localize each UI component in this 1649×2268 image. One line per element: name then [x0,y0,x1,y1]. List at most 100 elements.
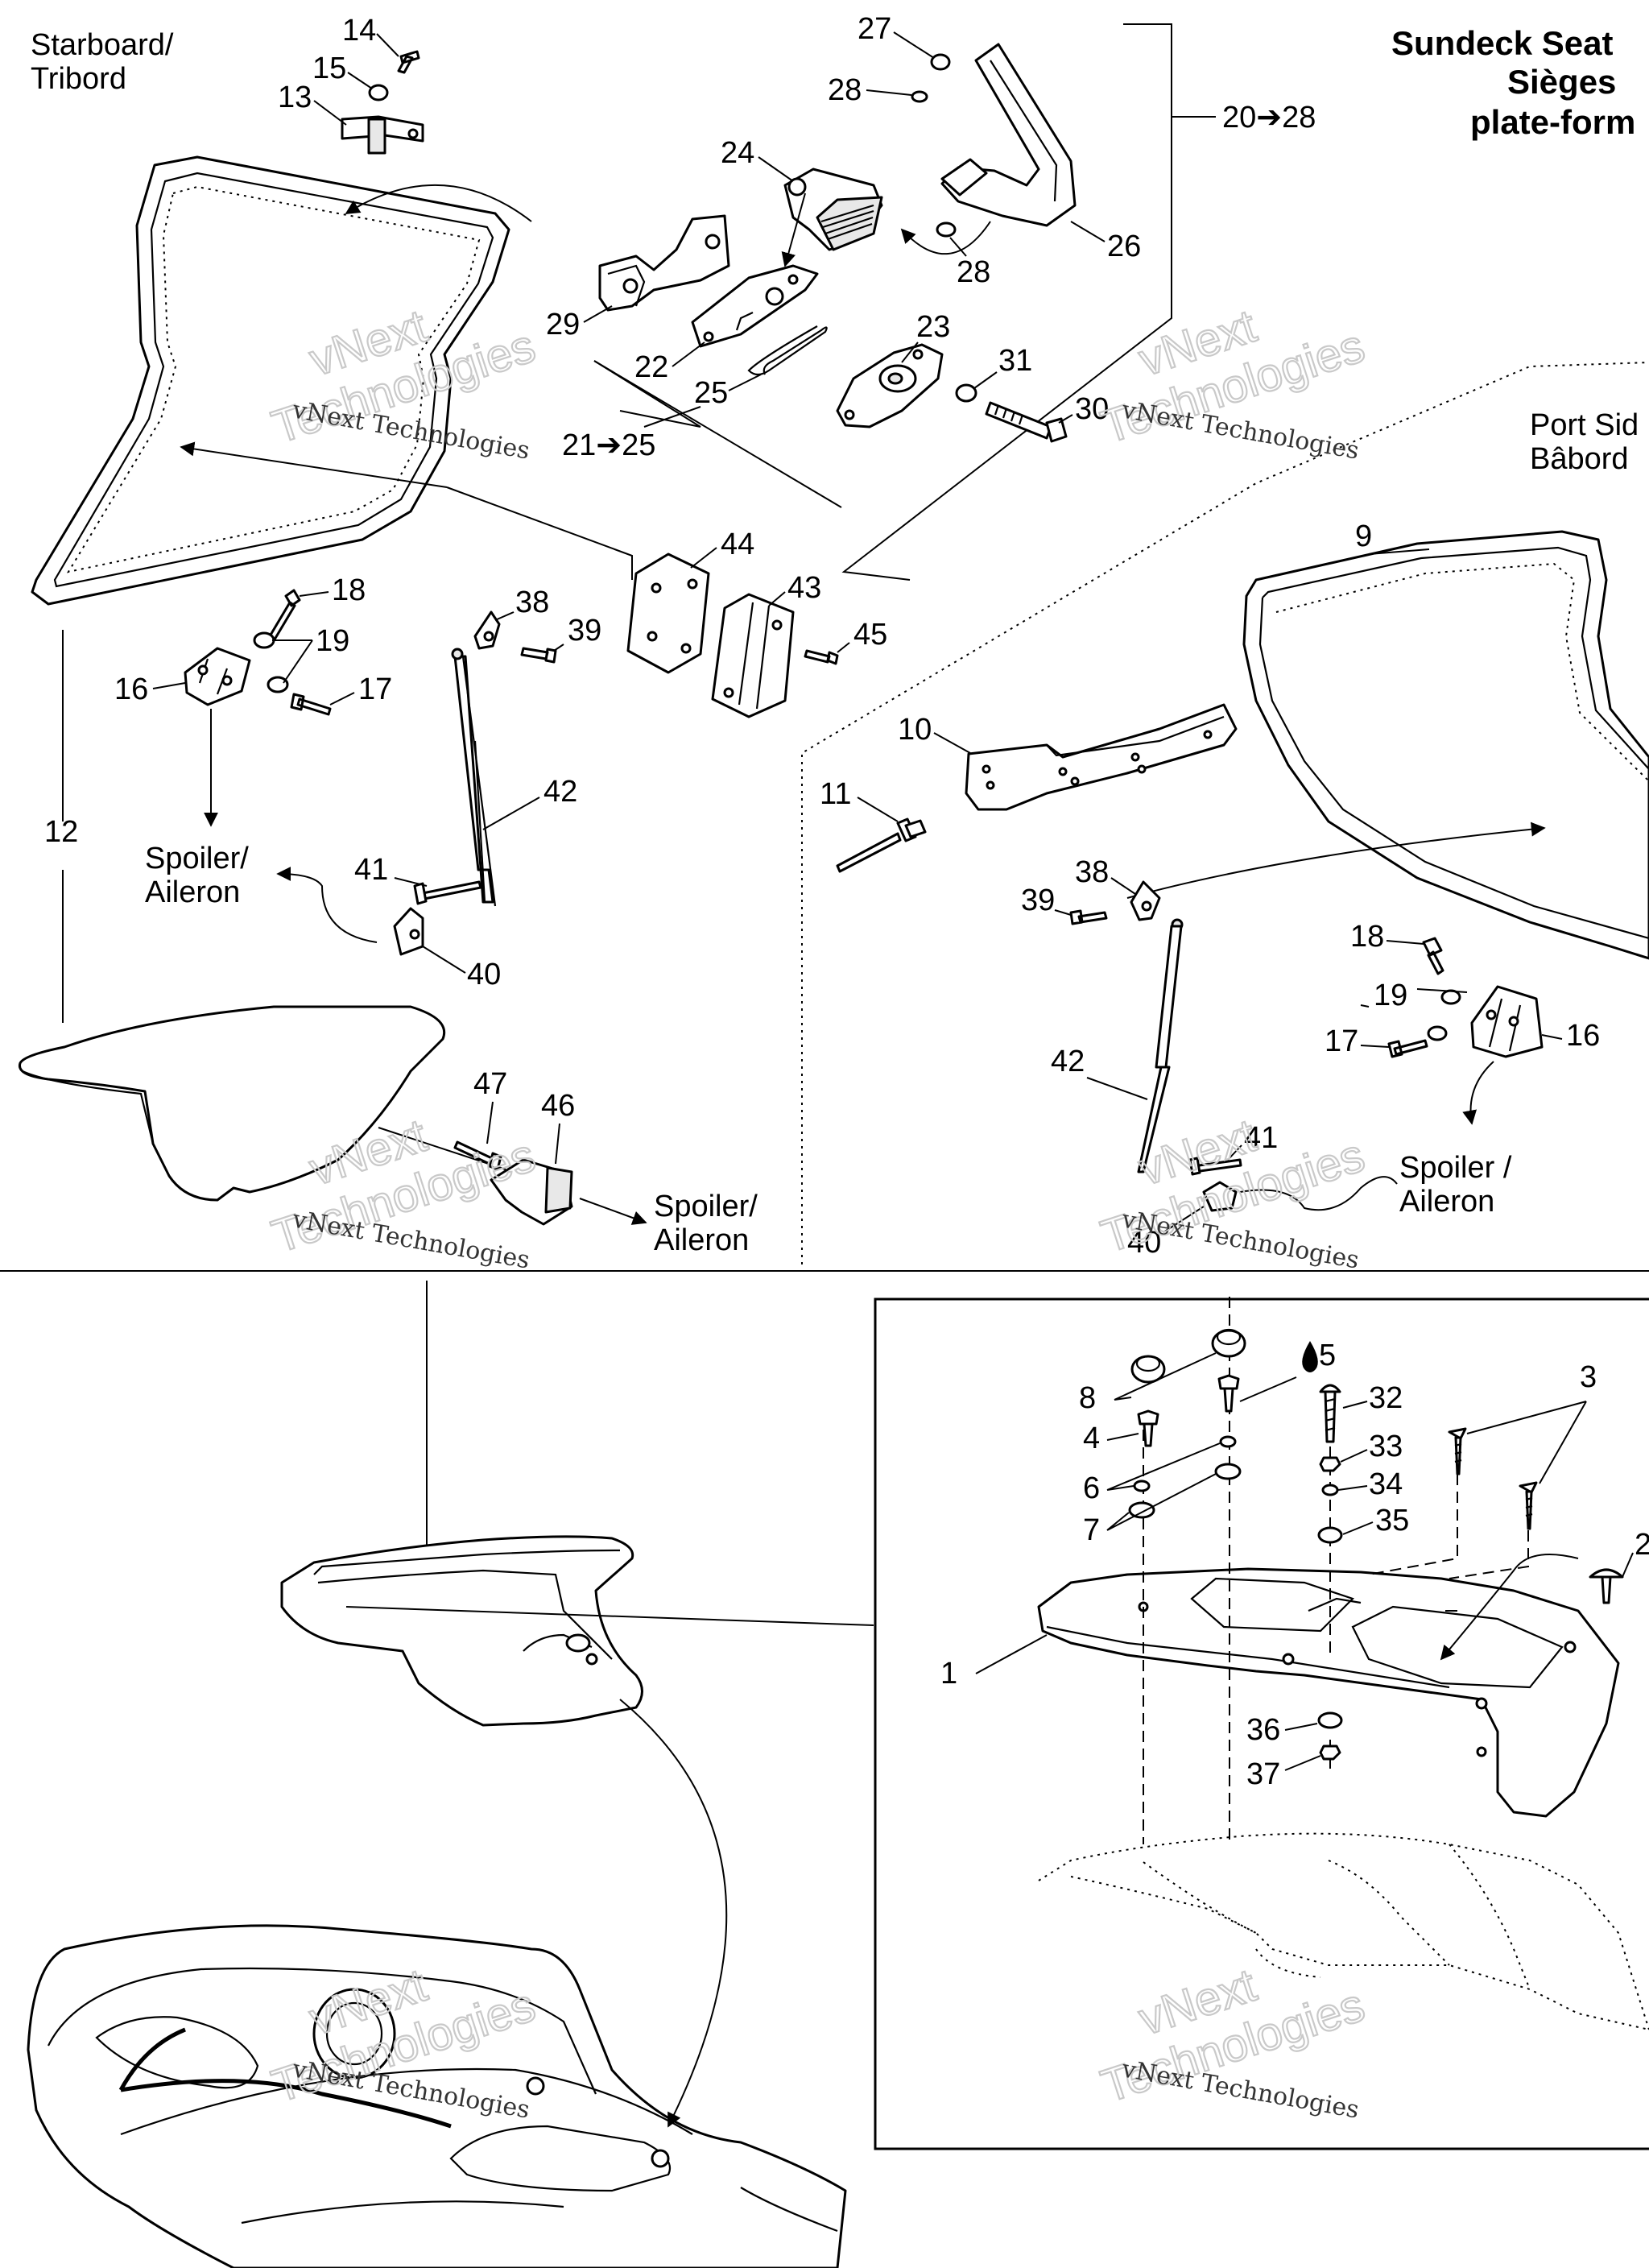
part-19-washer-b [267,676,289,693]
part-23-latch-housing [836,343,944,428]
port-seat-frame [1242,530,1649,960]
starboard-seat-frame [31,155,510,606]
callout-36: 36 [1246,1713,1280,1747]
part-37-nut [1319,1744,1341,1761]
callout-3: 3 [1580,1360,1597,1394]
callout-32: 32 [1369,1381,1403,1415]
part-31-washer [955,383,977,403]
part-24-handle [783,168,883,251]
part-42-gas-strut-port [1137,918,1184,1173]
part-11-rivet [836,817,927,873]
watermark-2: vNext Technologies vNext Technologies [1094,299,1371,466]
callout-42-port: 42 [1051,1045,1085,1078]
callout-1: 1 [940,1657,957,1691]
callout-43: 43 [787,571,821,605]
callout-11: 11 [820,777,851,811]
callout-6: 6 [1083,1471,1100,1505]
callout-28-b: 28 [957,255,990,289]
callout-26: 26 [1107,230,1141,263]
callout-8: 8 [1079,1381,1096,1415]
callout-40: 40 [467,958,501,991]
callout-33: 33 [1369,1430,1403,1463]
group-label-21-25: 21➔25 [562,428,655,462]
part-41-rivet-starboard [413,880,482,905]
seat-assembly [280,1535,643,1727]
callout-31: 31 [998,344,1032,378]
callout-18-port: 18 [1350,920,1384,954]
callout-46: 46 [541,1089,575,1123]
callout-41: 41 [354,853,388,887]
callout-13: 13 [278,81,312,114]
part-39-screw-starboard [520,647,557,664]
callout-25: 25 [694,376,728,410]
part-40-bracket-port [1202,1181,1238,1212]
callout-27: 27 [858,12,891,46]
callout-17: 17 [358,673,392,706]
part-15-washer [368,84,389,101]
callout-37: 37 [1246,1757,1280,1791]
callout-24: 24 [721,136,754,170]
watermark-5: vNext Technologies vNext Technologies [265,1958,542,2125]
detail-frame [874,1297,1649,2150]
part-7-washer-b [1214,1463,1242,1480]
callouts: 14 15 13 27 28 24 28 26 29 22 23 25 31 3… [44,12,1649,1791]
title-line-2: Sièges [1507,63,1616,101]
part-43-hinge [711,593,795,718]
spoiler-label-starboard-2: Spoiler/ [654,1190,758,1223]
part-17-bolt-port [1387,1039,1428,1058]
callout-39: 39 [568,614,601,648]
part-10-reinforcement [965,703,1238,811]
part-4-bolt [1137,1409,1159,1447]
part-18-bolt-port [1422,937,1444,975]
part-29-bracket [598,214,730,312]
part-7-washer [1128,1501,1155,1519]
callout-12: 12 [44,815,78,849]
callout-18: 18 [332,573,366,607]
spoiler-label-port: Spoiler / [1399,1151,1512,1185]
callout-35: 35 [1375,1504,1409,1538]
part-19-washer-port-a [1440,989,1461,1005]
watermark-6: vNext Technologies vNext Technologies [1094,1958,1371,2125]
callout-10: 10 [898,713,932,747]
callout-42: 42 [543,775,577,809]
spoiler-label-starboard-1: Spoiler/ [145,842,249,875]
part-32-screw [1319,1384,1341,1443]
part-45-screw [804,649,839,665]
callout-23: 23 [916,310,950,344]
callout-7: 7 [1083,1513,1100,1547]
callout-30: 30 [1075,392,1109,426]
part-2-bolt [1589,1568,1624,1604]
callout-16-port: 16 [1566,1019,1600,1053]
part-16-bracket-starboard [184,647,251,706]
hull-outline-dotted [1038,1832,1649,2030]
drop-icon [1302,1341,1318,1372]
part-40-bracket-starboard [393,907,424,956]
babord-label: Bâbord [1530,442,1629,476]
callout-38: 38 [515,586,549,619]
part-25-spring [747,325,828,376]
port-section-border [801,362,1649,1264]
part-6-lockwasher [1133,1480,1151,1492]
title-line-1: Sundeck Seat [1391,24,1613,62]
part-39-screw-port [1069,909,1108,925]
title-line-3: plate-form [1470,103,1635,141]
diagram-title: Sundeck Seat Sièges plate-form [1391,24,1635,141]
seat-cushion [18,1005,445,1202]
part-33-nut [1319,1456,1341,1472]
part-38-bracket-port [1130,880,1161,921]
watermark-4: vNext Technologies vNext Technologies [1094,1108,1371,1275]
part-16-bracket-port [1470,985,1544,1058]
callout-2: 2 [1635,1528,1649,1562]
callout-40-port: 40 [1127,1226,1161,1260]
callout-19: 19 [316,624,349,658]
part-19-washer-a [253,631,275,649]
part-47-rivet [453,1140,502,1171]
part-41-rivet-port [1188,1157,1242,1176]
aileron-label-port: Aileron [1399,1185,1494,1219]
part-26-strap [940,43,1077,227]
callout-39-port: 39 [1021,884,1055,917]
part-36-washer [1317,1711,1343,1729]
tribord-label: Tribord [31,62,126,96]
callout-16: 16 [114,673,148,706]
callout-17-port: 17 [1325,1024,1358,1058]
